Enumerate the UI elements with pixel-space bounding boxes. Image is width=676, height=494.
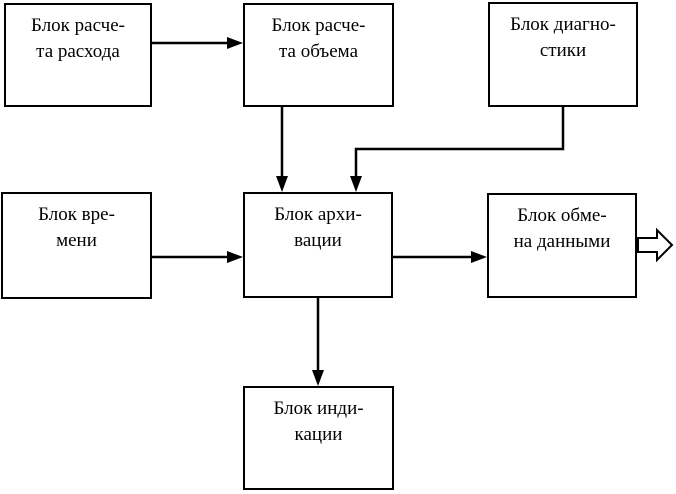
block-label: Блок вре- bbox=[38, 204, 115, 225]
block-label: вации bbox=[294, 230, 342, 251]
arrow-volumecalc-to-archiving bbox=[276, 107, 288, 192]
block-label: кации bbox=[294, 424, 343, 445]
arrow-time-to-archiving bbox=[152, 251, 243, 263]
block-label: Блок инди- bbox=[273, 398, 364, 419]
block-flow-calculation: Блок расче- та расхода bbox=[4, 3, 152, 107]
block-label: та объема bbox=[279, 41, 358, 62]
block-label: Блок расче- bbox=[31, 15, 125, 36]
block-label: та расхода bbox=[36, 41, 120, 62]
arrow-archiving-to-dataexchange bbox=[393, 251, 487, 263]
block-label: Блок обме- bbox=[517, 205, 607, 226]
block-diagnostics: Блок диагно- стики bbox=[488, 2, 638, 107]
block-label: Блок расче- bbox=[271, 15, 366, 36]
block-label: на данными bbox=[513, 231, 611, 252]
block-time: Блок вре- мени bbox=[1, 192, 152, 299]
block-label: Блок диагно- bbox=[510, 14, 616, 35]
arrow-archiving-to-indication bbox=[312, 298, 324, 386]
block-label: Блок архи- bbox=[274, 204, 362, 225]
block-label: мени bbox=[56, 230, 97, 251]
arrow-flowcalc-to-volumecalc bbox=[152, 37, 243, 49]
block-indication: Блок инди- кации bbox=[243, 386, 394, 490]
block-volume-calculation: Блок расче- та объема bbox=[243, 3, 394, 107]
block-label: стики bbox=[539, 40, 587, 61]
block-archiving: Блок архи- вации bbox=[243, 192, 393, 298]
block-data-exchange: Блок обме- на данными bbox=[487, 193, 637, 298]
arrow-diagnostics-to-archiving bbox=[350, 107, 565, 192]
external-output-arrow bbox=[637, 227, 674, 263]
